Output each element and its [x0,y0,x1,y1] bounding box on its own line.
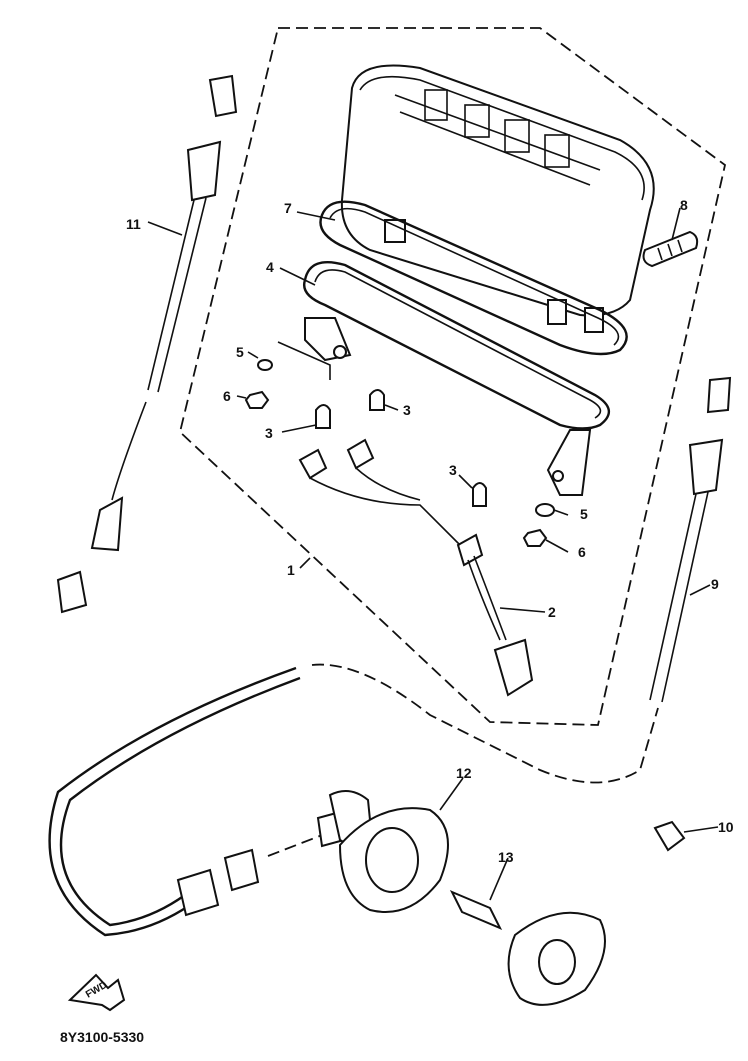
meter-housing [340,64,655,333]
meter-cable-left [56,74,238,614]
label-part-1: 1 [287,562,295,578]
fwd-arrow-icon: FWD [67,973,126,1012]
label-part-10: 10 [718,819,734,835]
cable-clip [653,820,686,852]
figure-code: 8Y3100-5330 [60,1029,144,1045]
label-part-4: 4 [266,259,274,275]
rotor-disc [507,911,606,1006]
label-part-6: 6 [578,544,586,560]
label-part-2: 2 [548,604,556,620]
nut [244,390,548,547]
label-part-12: 12 [456,765,472,781]
label-part-11: 11 [126,216,141,232]
gasket [319,200,628,356]
label-part-7: 7 [284,200,292,216]
label-part-3: 3 [449,462,457,478]
label-part-9: 9 [711,576,719,592]
assembly-boundary [179,27,727,726]
label-part-5: 5 [580,506,588,522]
drive-pin [449,890,503,930]
meter-cable-right [649,376,732,703]
label-part-13: 13 [498,849,514,865]
trip-reset-knob [642,230,699,268]
label-part-5: 5 [236,344,244,360]
label-part-3: 3 [265,425,273,441]
leader-lines [147,207,719,901]
label-part-3: 3 [403,402,411,418]
label-part-6: 6 [223,388,231,404]
speedometer-cable [48,666,374,937]
washer [257,359,555,517]
wire-harness [298,438,534,697]
cable-route-line [311,663,659,784]
label-part-8: 8 [680,197,688,213]
lower-housing [303,260,610,496]
indicator-bulb [315,389,487,507]
drive-flange [338,807,449,913]
